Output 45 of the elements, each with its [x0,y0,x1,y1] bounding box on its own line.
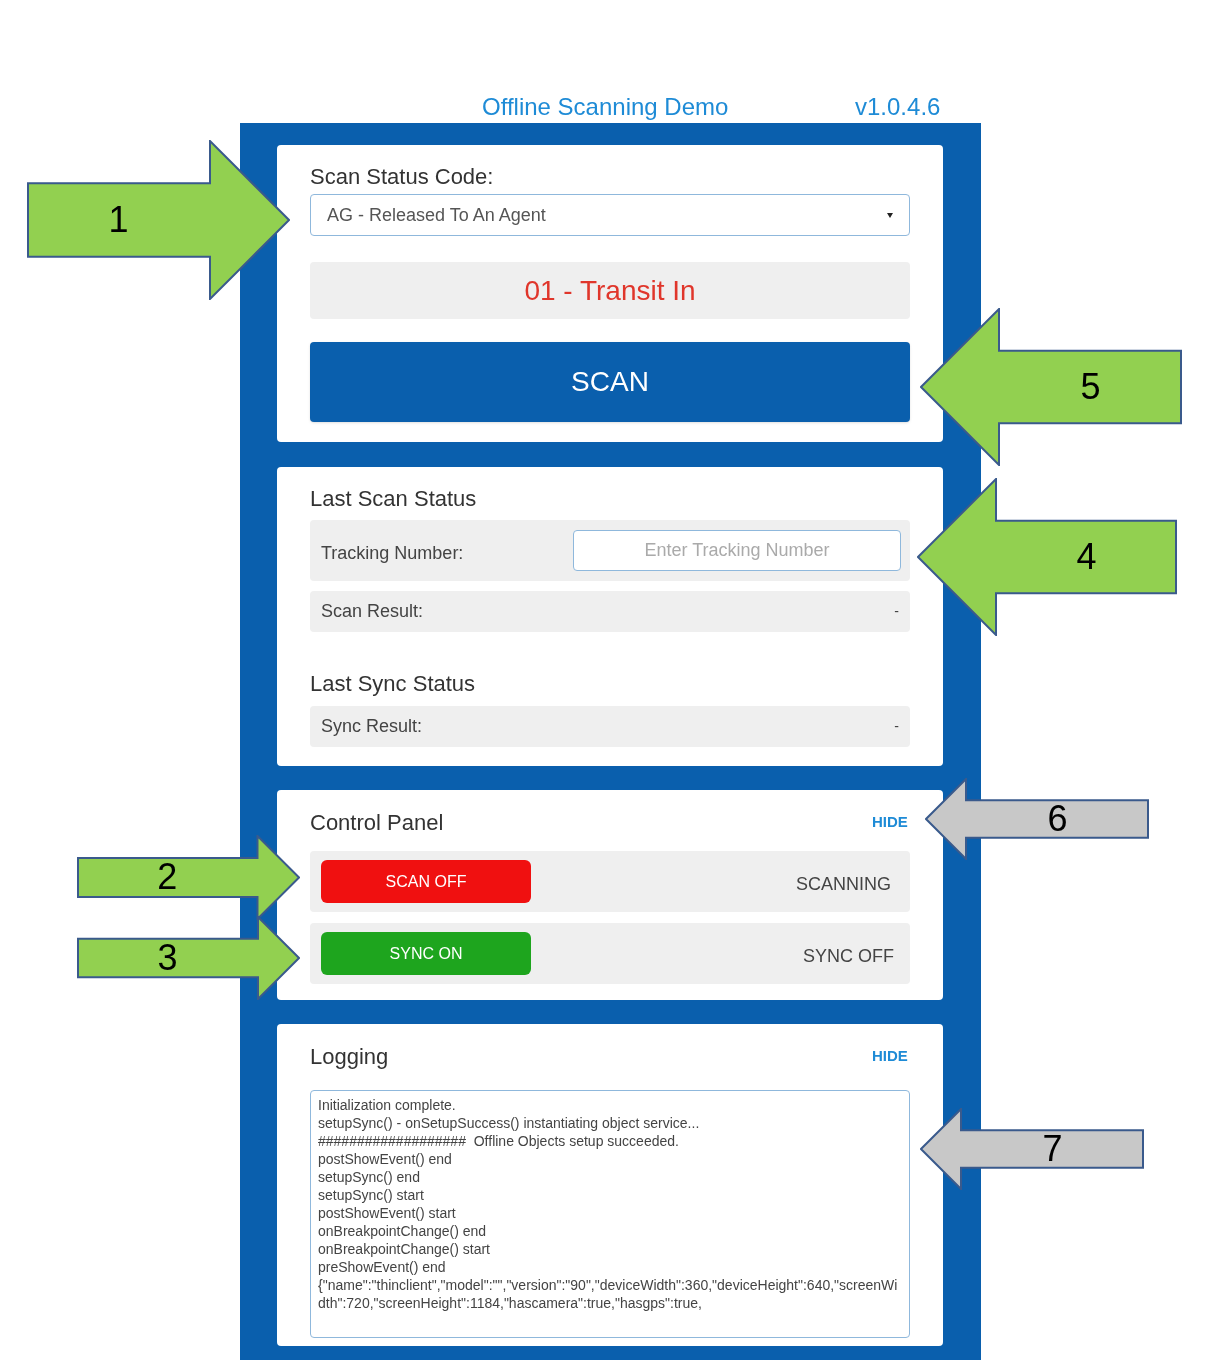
callout-arrow [920,308,1182,466]
callout-number: 4 [1076,539,1097,575]
section-heading: Control Panel [310,809,444,837]
input-field: Enter Tracking Number [573,530,901,571]
callout-arrow [77,835,300,920]
callout-arrow [77,916,300,1000]
callout-number: 7 [1042,1131,1063,1167]
hide-link: HIDE [872,1046,908,1066]
app-title: Offline Scanning Demo [482,92,729,122]
field-label: Tracking Number: [321,542,464,565]
section-heading: Last Sync Status [310,670,476,698]
dropdown: AG - Released To An Agent [310,194,910,236]
callout-number: 6 [1047,801,1068,837]
callout-number: 3 [157,940,178,976]
log-line: setupSync() start [318,1186,425,1204]
callout-number: 1 [108,202,129,238]
log-line: setupSync() - onSetupSuccess() instantiating object service... [318,1114,701,1132]
log-line: onBreakpointChange() end [318,1222,488,1240]
version-number: v1.0.4.6 [855,92,941,122]
log-line: preShowEvent() end [318,1258,447,1276]
toggle-button: SCAN OFF [321,860,531,903]
log-line: setupSync() end [318,1168,421,1186]
status-display: 01 - Transit In [310,262,910,319]
result-row: Sync Result: - [310,706,910,747]
toggle-button: SYNC ON [321,932,531,975]
log-line: Initialization complete. [318,1096,457,1114]
status-text: SCANNING [796,873,891,896]
status-text: SYNC OFF [803,945,894,968]
log-line: ################### Offline Objects setup succeeded. [318,1132,680,1150]
hide-link: HIDE [872,812,908,832]
scan-button: SCAN [310,342,910,422]
callout-arrow [27,140,290,300]
section-heading: Last Scan Status [310,485,477,513]
log-line: onBreakpointChange() start [318,1240,491,1258]
callout-arrow [920,1108,1144,1190]
log-line: {"name":"thinclient","model":"","version":"90","deviceWidth":360,"deviceHeight":640,"screenWidth":720,"screenHeight":1184,"hascamera":true,"hasgps":true, [318,1276,899,1312]
section-heading: Logging [310,1043,389,1071]
log-line: postShowEvent() start [318,1204,457,1222]
log-line: postShowEvent() end [318,1150,453,1168]
field-label: Scan Status Code: [310,163,494,191]
callout-number: 2 [157,859,178,896]
result-row: Scan Result: - [310,591,910,632]
callout-arrow [925,778,1149,860]
callout-arrow [917,478,1177,636]
callout-number: 5 [1080,369,1101,405]
